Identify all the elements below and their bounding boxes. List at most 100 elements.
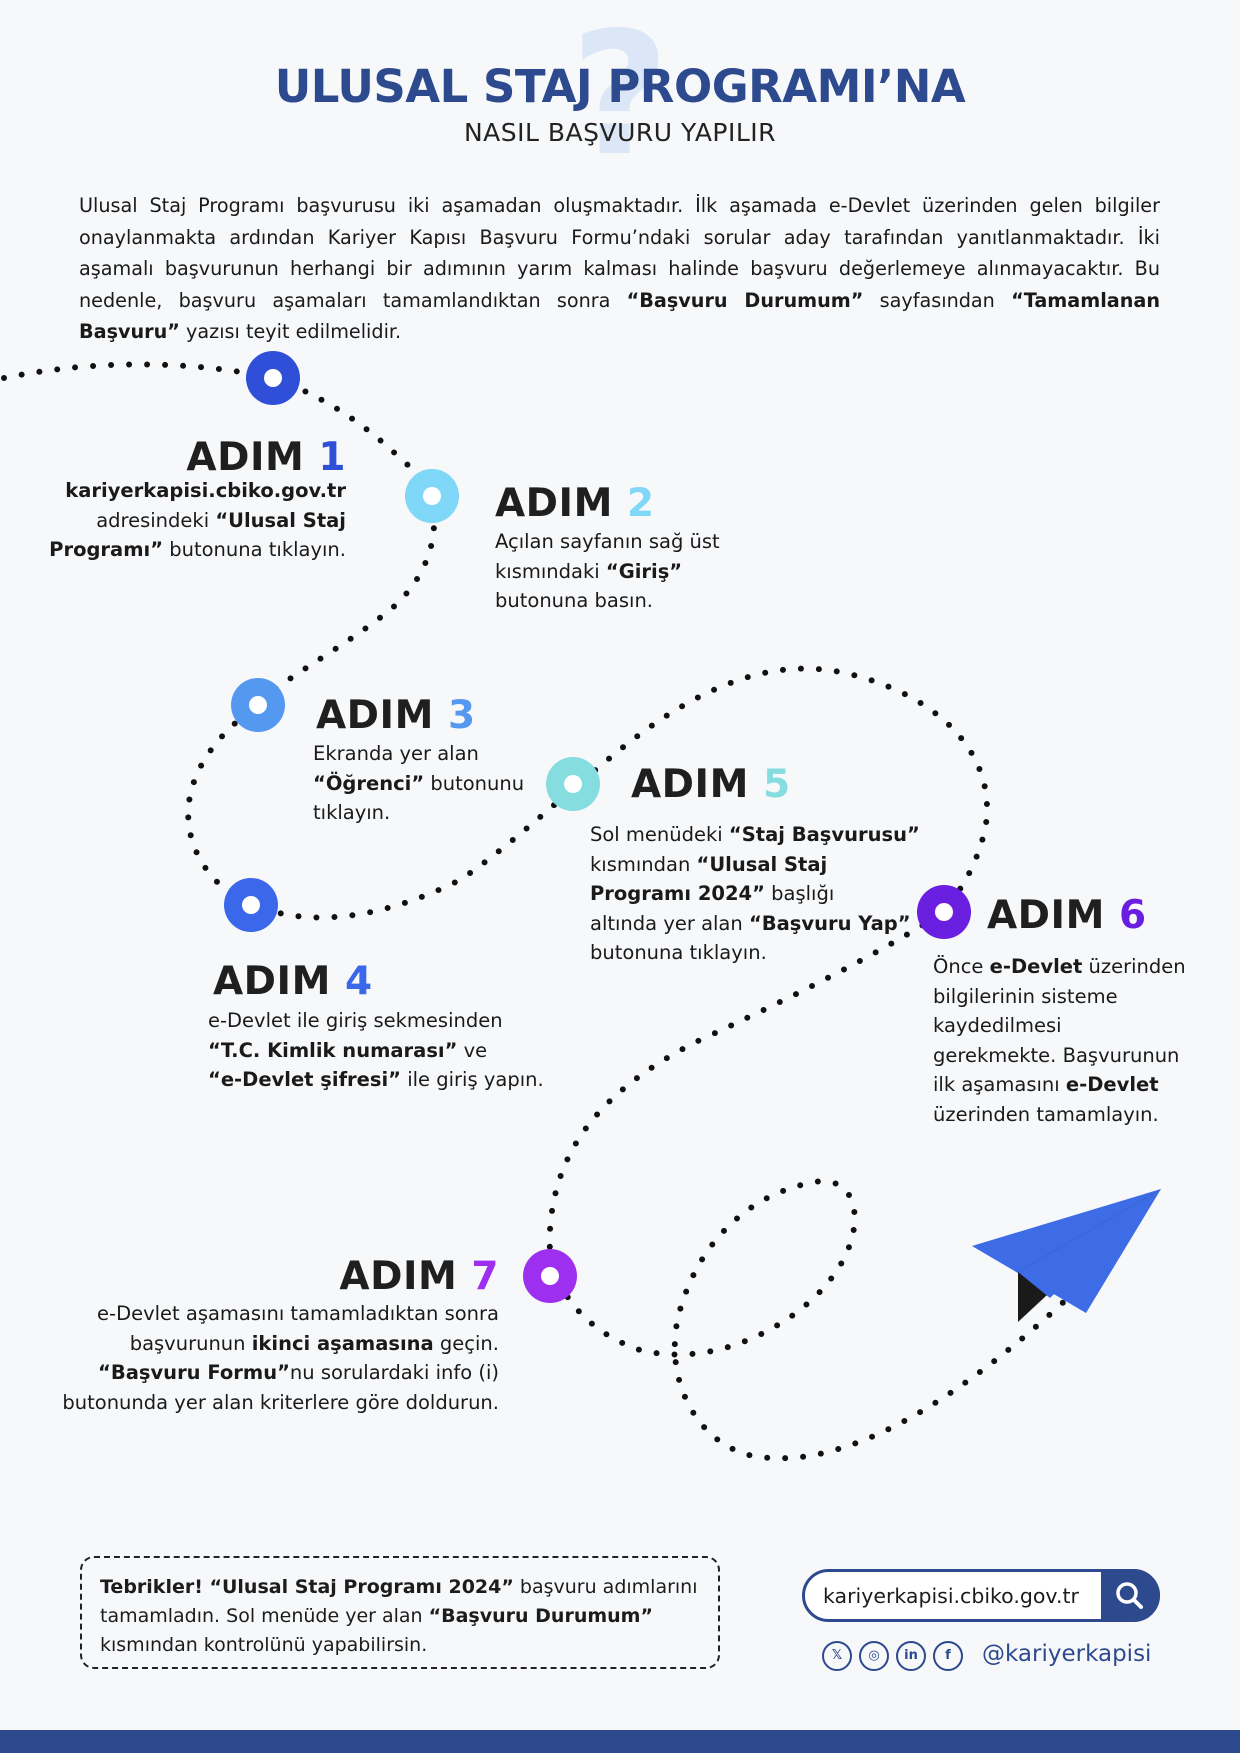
step-2-number: 2 [626,481,655,526]
step-2-line: Açılan sayfanın sağ üst [495,527,825,557]
text: kaydedilmesi [933,1014,1062,1037]
text: Açılan sayfanın sağ üst [495,530,720,553]
page-subtitle: NASIL BAŞVURU YAPILIR [463,118,777,147]
step-2-label: ADIM [495,481,613,526]
step-3-line: “Öğrenci” butonunu [313,769,543,799]
step-3-number: 3 [447,693,476,738]
page-title: ULUSAL STAJ PROGRAMI’NA [274,60,966,113]
step-6-line: gerekmekte. Başvurunun [933,1041,1233,1071]
step-6-marker [917,885,971,939]
step-5-line: kısmından “Ulusal Staj [590,850,930,880]
congrats-text-2: tamamladın. Sol menüde yer alan [100,1605,429,1627]
text: ve [457,1038,488,1062]
text: gerekmekte. Başvurunun [933,1043,1180,1067]
intro-bold-2: “Tamamlanan Başvuru” [79,288,1160,344]
step-6-line: ilk aşamasını e-Devlet [933,1070,1233,1100]
bold-text: “Başvuru Yap” [748,911,911,935]
step-6-heading: ADIM 6 [987,896,1147,935]
step-4-number: 4 [344,959,373,1004]
step-1-number: 1 [318,435,346,480]
text: butonuna tıklayın. [590,941,767,964]
social-handle[interactable]: @kariyerkapisi [982,1641,1152,1667]
step-6-number: 6 [1118,893,1147,938]
text: Ekranda yer alan [313,742,479,765]
step-4-line: “e-Devlet şifresi” ile giriş yapın. [208,1065,578,1095]
step-2-line: kısmındaki “Giriş” [495,557,825,587]
bold-text: “T.C. Kimlik numarası” [208,1038,458,1062]
paper-plane-icon [972,1189,1161,1322]
text: tıklayın. [313,801,391,824]
text: başvurunun [129,1331,252,1355]
step-6-line: kaydedilmesi [933,1011,1233,1041]
bold-text: “Ulusal Staj [215,508,346,532]
congrats-bold-2: “Başvuru Durumum” [428,1605,653,1627]
step-4-line: “T.C. Kimlik numarası” ve [208,1036,578,1066]
step-3-heading: ADIM 3 [316,696,476,735]
text: ile giriş yapın. [401,1068,544,1091]
step-5-line: Sol menüdeki “Staj Başvurusu” [590,820,930,850]
dotted-route [1,361,1073,1462]
text: kısmındaki [495,559,606,583]
step-4-label: ADIM [213,959,331,1004]
step-1-heading: ADIM 1 [186,438,346,477]
text: başlığı [764,882,835,905]
congrats-text-1: başvuru adımlarını [513,1576,698,1598]
step-1-label: ADIM [186,435,305,480]
text: kısmından [590,852,697,876]
step-7-number: 7 [471,1254,499,1299]
text: üzerinden tamamlayın. [933,1102,1159,1126]
text: Önce [933,955,990,978]
linkedin-icon[interactable]: in [896,1641,926,1671]
step-7-heading: ADIM 7 [339,1257,499,1296]
step-7-line: butonunda yer alan kriterlere göre doldu… [29,1388,499,1418]
step-6-line: Önce e-Devlet üzerinden [933,952,1233,982]
bold-text: “e-Devlet şifresi” [208,1068,402,1091]
intro-text-3: yazısı teyit edilmelidir. [179,320,402,343]
step-3-line: tıklayın. [313,798,543,828]
bold-text: “Öğrenci” [313,771,425,795]
step-5-label: ADIM [631,762,749,807]
text: butonunu [424,771,525,795]
text: adresindeki [96,508,216,532]
instagram-icon[interactable]: ◎ [859,1641,889,1671]
text: geçin. [433,1331,499,1355]
text: ilk aşamasını [933,1073,1066,1096]
bold-text: Programı” [49,538,164,561]
intro-bold-1: “Başvuru Durumum” [626,288,864,312]
intro-text-2: sayfasından [863,288,1012,312]
step-2-text: Açılan sayfanın sağ üst kısmındaki “Giriş… [495,527,825,616]
x-icon[interactable]: 𝕏 [822,1641,852,1671]
question-mark-watermark: ? [570,0,670,194]
step-5-line: Programı 2024” başlığı [590,879,930,909]
congrats-text-3: kısmından kontrolünü yapabilirsin. [100,1634,428,1656]
footer-bar [0,1730,1240,1753]
step-5-line: altında yer alan “Başvuru Yap” [590,909,930,939]
step-6-line: bilgilerinin sisteme [933,982,1233,1012]
step-1-line: adresindeki “Ulusal Staj [0,506,346,536]
step-7-label: ADIM [339,1254,458,1299]
step-7-marker [523,1249,577,1303]
step-3-line: Ekranda yer alan [313,739,543,769]
step-2-heading: ADIM 2 [495,484,655,523]
bold-text: e-Devlet [1065,1073,1159,1096]
step-5-number: 5 [762,762,791,807]
text: e-Devlet ile giriş sekmesinden [208,1009,503,1032]
bold-text: kariyerkapisi.cbiko.gov.tr [65,479,346,502]
step-6-line: üzerinden tamamlayın. [933,1100,1233,1130]
text: e-Devlet aşamasını tamamladıktan sonra [97,1302,499,1325]
intro-text-1: Ulusal Staj Programı başvurusu iki aşama… [79,194,1160,312]
url-search-bar[interactable]: kariyerkapisi.cbiko.gov.tr [802,1569,1160,1622]
bold-text: ikinci aşamasına [251,1331,434,1355]
bold-text: “Başvuru Formu” [98,1361,290,1384]
step-4-marker [224,878,278,932]
bold-text: Programı 2024” [590,882,765,905]
search-button[interactable] [1101,1569,1160,1622]
step-7-line: “Başvuru Formu”nu sorulardaki info (i) [29,1358,499,1388]
step-3-marker [231,678,285,732]
step-7-text: e-Devlet aşamasını tamamladıktan sonra ba… [29,1299,499,1417]
facebook-icon[interactable]: f [933,1641,963,1671]
step-1-text: kariyerkapisi.cbiko.gov.tr adresindeki “U… [0,476,346,565]
step-4-heading: ADIM 4 [213,962,373,1001]
step-5-marker [546,757,600,811]
